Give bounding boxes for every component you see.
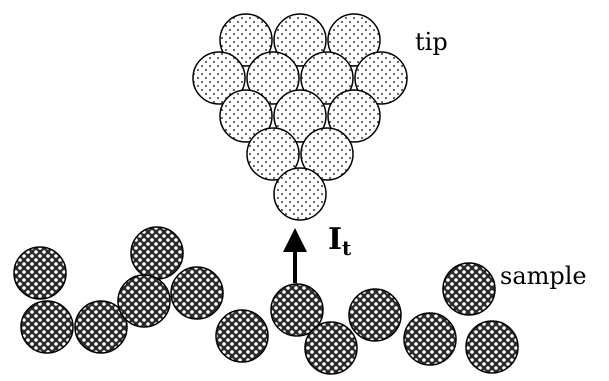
sample-atom bbox=[305, 322, 357, 374]
current-subscript: t bbox=[342, 236, 351, 260]
sample-label: sample bbox=[500, 264, 587, 288]
tip-label: tip bbox=[415, 30, 448, 54]
tip-atoms bbox=[193, 14, 407, 220]
sample-atom bbox=[131, 227, 183, 279]
sample-atom bbox=[349, 289, 401, 341]
sample-atom bbox=[466, 321, 518, 373]
sample-atom bbox=[404, 313, 456, 365]
sample-atom bbox=[443, 263, 495, 315]
tunneling-current-label: It bbox=[328, 225, 351, 258]
tunneling-current-arrow bbox=[283, 228, 307, 283]
arrow-head bbox=[283, 228, 307, 252]
sample-atoms bbox=[14, 227, 518, 374]
tip-atom bbox=[274, 168, 326, 220]
sample-atom bbox=[118, 275, 170, 327]
current-symbol: I bbox=[328, 222, 342, 257]
sample-atom bbox=[21, 301, 73, 353]
sample-atom bbox=[171, 267, 223, 319]
sample-atom bbox=[216, 310, 268, 362]
sample-atom bbox=[14, 247, 66, 299]
